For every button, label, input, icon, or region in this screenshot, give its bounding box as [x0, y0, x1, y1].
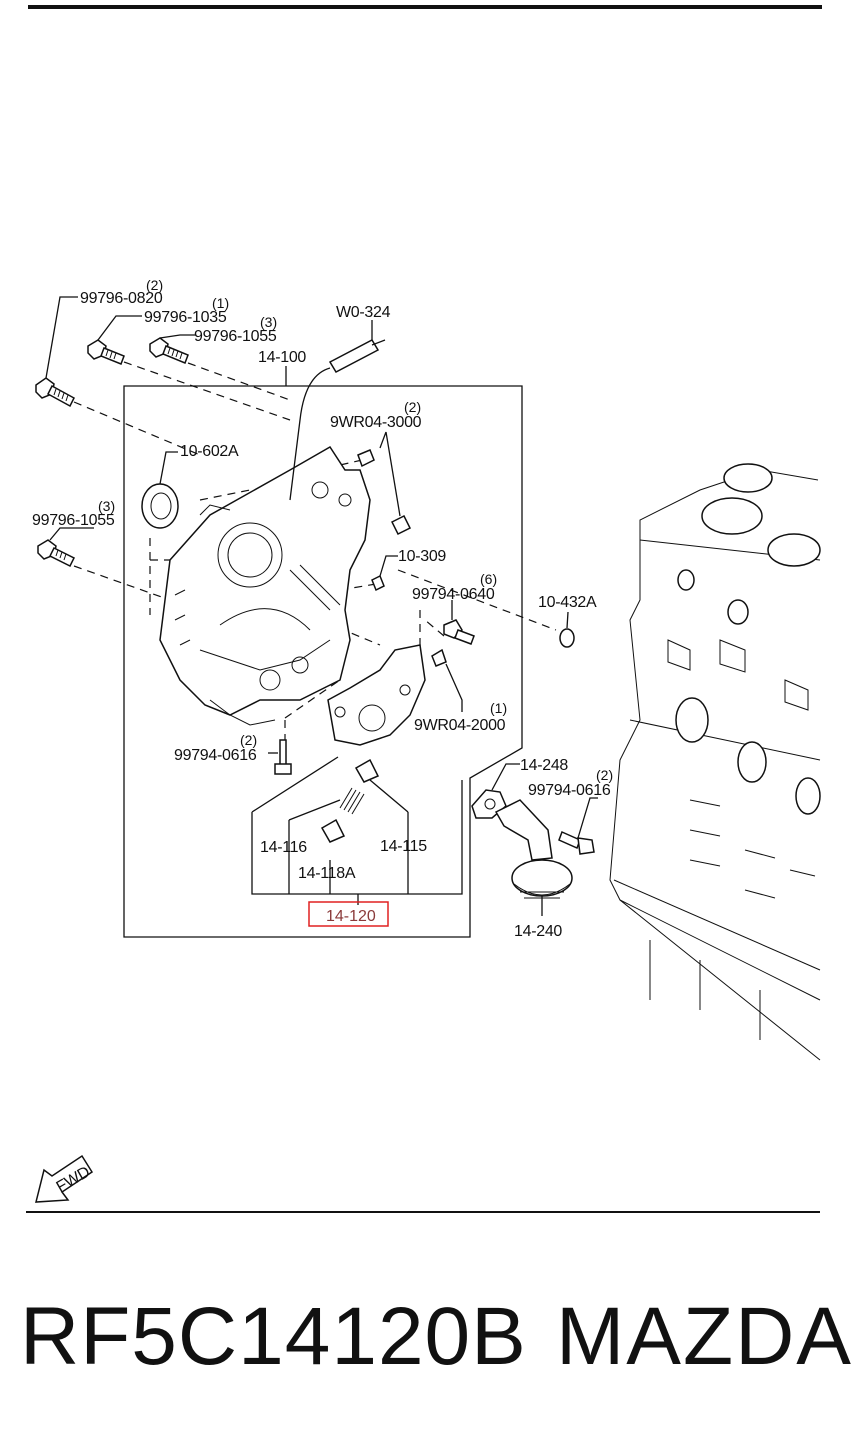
label-14-248: 14-248 [520, 757, 568, 774]
qty-9WR04-2000: (1) [490, 700, 507, 716]
bolt-99794-0616a-icon [274, 739, 292, 775]
bolt-99796-0820-icon [35, 377, 75, 408]
engine-block-icon [609, 463, 821, 1061]
label-99796-0820: 99796-0820 [80, 290, 163, 307]
label-14-118A: 14-118A [298, 865, 356, 882]
pin-10-309-icon [371, 574, 385, 592]
front-cover-icon [159, 445, 371, 726]
label-99796-1055a: 99796-1055 [194, 328, 277, 345]
qty-9WR04-3000: (2) [404, 399, 421, 415]
qty-99794-0616b: (2) [596, 767, 613, 783]
label-14-120: 14-120 [326, 908, 376, 925]
label-9WR04-2000: 9WR04-2000 [414, 717, 506, 734]
highlight-box [308, 901, 389, 927]
footer: RF5C14120B MAZDA [0, 1290, 864, 1410]
oil-seal-icon [141, 483, 179, 529]
oil-pump-icon [327, 644, 426, 746]
qty-99794-0616a: (2) [240, 732, 257, 748]
label-99794-0616b: 99794-0616 [528, 782, 611, 799]
label-W0-324: W0-324 [336, 304, 391, 321]
o-ring-icon [559, 628, 575, 648]
label-10-602A: 10-602A [180, 443, 239, 460]
spring-14-116-icon [339, 787, 365, 815]
label-99794-0640: 99794-0640 [412, 586, 495, 603]
label-14-100: 14-100 [258, 349, 306, 366]
plug-14-118A-icon [320, 818, 346, 843]
qty-99796-0820: (2) [146, 277, 163, 293]
label-10-432A: 10-432A [538, 594, 597, 611]
label-14-240: 14-240 [514, 923, 562, 940]
bolt-99796-1035-icon [87, 339, 125, 365]
label-10-309: 10-309 [398, 548, 446, 565]
plug-9WR04-2000-icon [431, 648, 447, 667]
oil-strainer-icon [494, 799, 573, 899]
sensor-icon [289, 339, 386, 501]
label-14-115: 14-115 [380, 838, 427, 855]
label-14-116: 14-116 [260, 839, 307, 856]
label-99796-1055b: 99796-1055 [32, 512, 115, 529]
bolt-99796-1055b-icon [37, 539, 76, 568]
fwd-arrow-icon: FWD [35, 1154, 94, 1203]
bolt-99794-0640-icon [443, 619, 475, 645]
brand-name: MAZDA [556, 1291, 853, 1382]
bolt-99794-0616b-icon [558, 830, 595, 855]
subassembly-frame [251, 756, 463, 895]
label-9WR04-3000: 9WR04-3000 [330, 414, 422, 431]
label-99794-0616a: 99794-0616 [174, 747, 257, 764]
qty-99796-1055b: (3) [98, 498, 115, 514]
part-number: RF5C14120B [20, 1291, 527, 1382]
bolt-99796-1055a-icon [149, 337, 189, 364]
plug-9WR04-3000-icon [357, 449, 412, 536]
plunger-14-115-icon [354, 758, 380, 783]
label-99796-1035: 99796-1035 [144, 309, 227, 326]
qty-99794-0640: (6) [480, 571, 497, 587]
assembly-frame [123, 385, 523, 938]
qty-99796-1055a: (3) [260, 314, 277, 330]
qty-99796-1035: (1) [212, 295, 229, 311]
